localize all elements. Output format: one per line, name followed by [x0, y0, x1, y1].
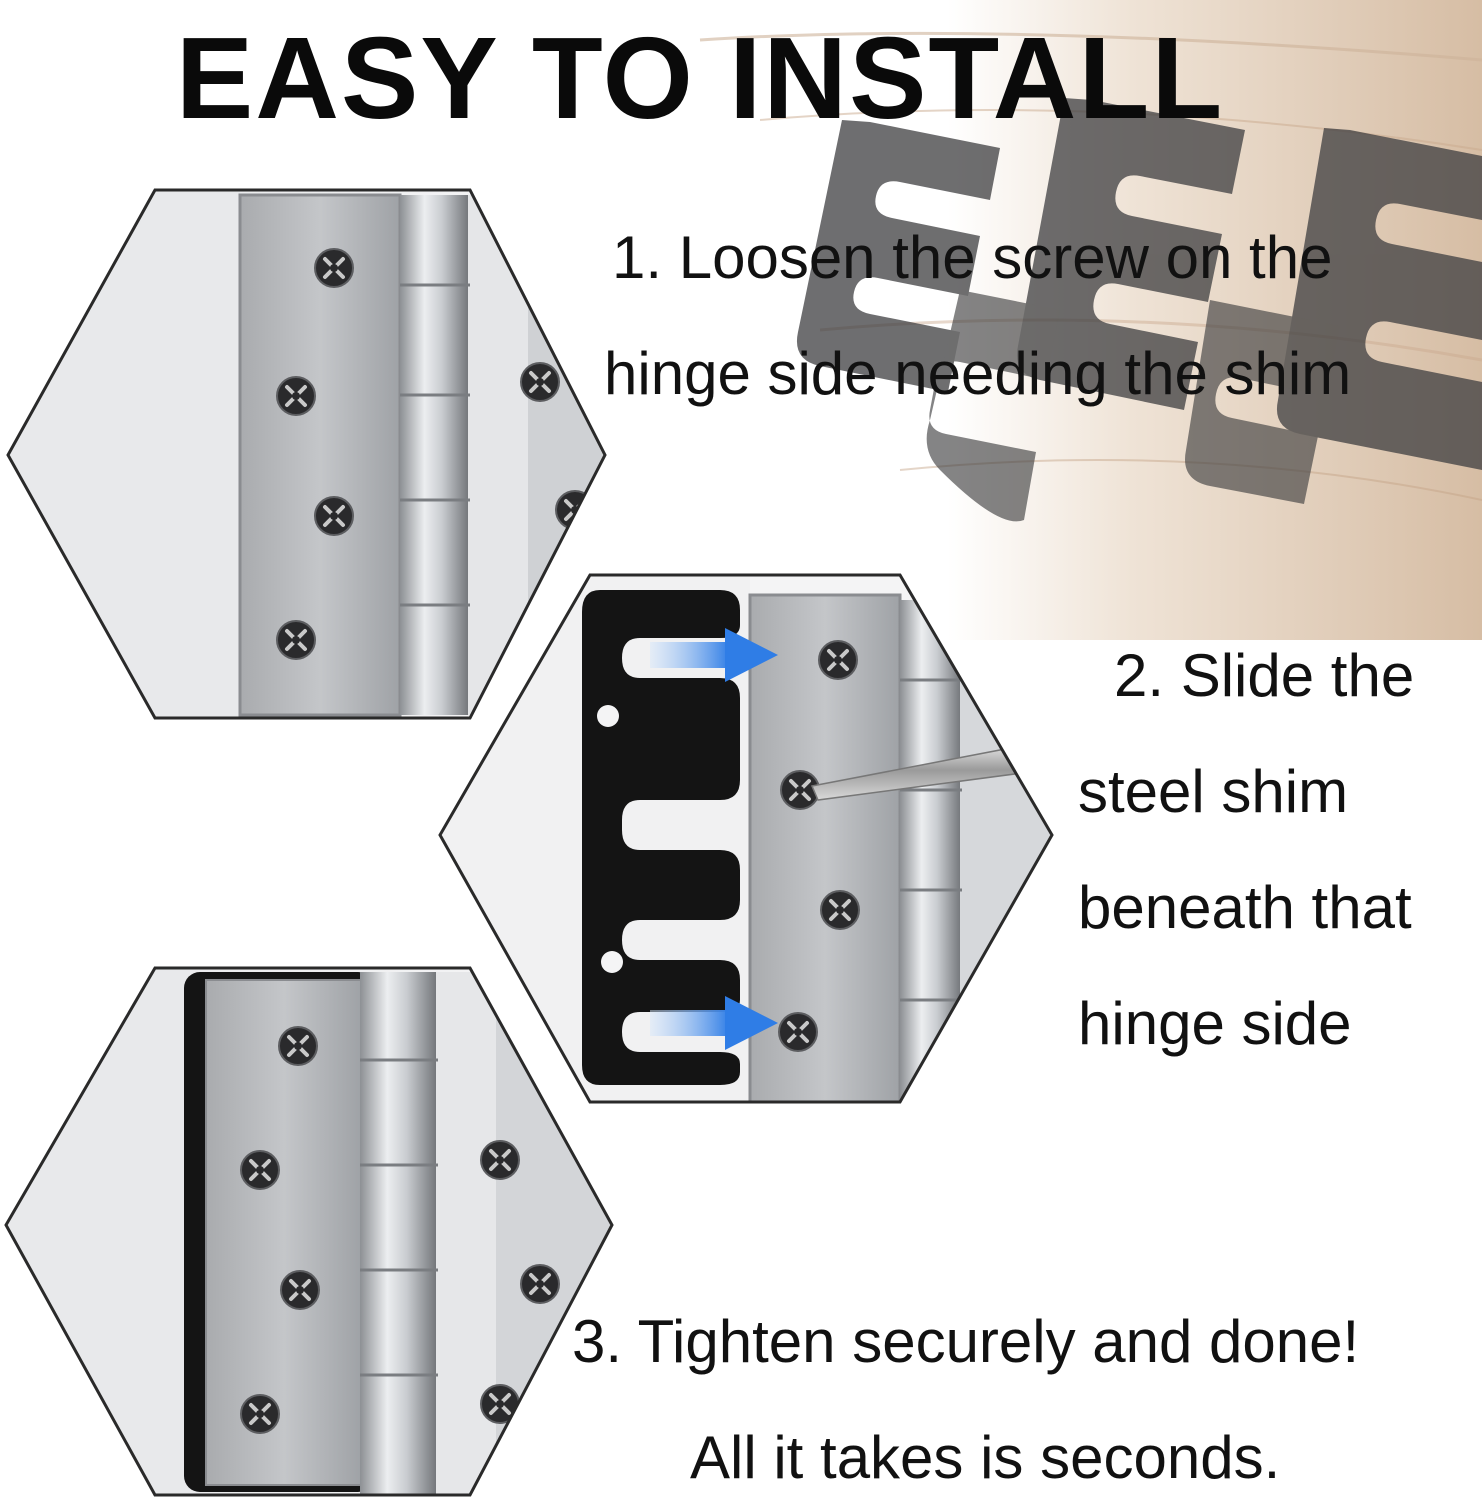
steel-shim — [582, 590, 740, 1085]
step3-line1: 3. Tighten securely and done! — [572, 1308, 1360, 1375]
shim-photo-step2 — [438, 573, 1054, 1104]
step3-line2: All it takes is seconds. — [690, 1424, 1281, 1491]
arrow-right-icon — [650, 996, 778, 1050]
hinge-photo-step1 — [6, 188, 607, 720]
step2-line1: 2. Slide the — [1114, 642, 1415, 709]
hinge-photo-step3 — [4, 966, 614, 1497]
arrow-right-icon — [650, 628, 778, 682]
step2-line2: steel shim — [1078, 758, 1349, 825]
phillips-screw-icon — [313, 247, 355, 289]
step1-line1: 1. Loosen the screw on the — [612, 224, 1333, 291]
step1-line2: hinge side needing the shim — [604, 340, 1352, 407]
step2-line3: beneath that — [1078, 874, 1412, 941]
screwdriver — [810, 739, 1052, 801]
page-title: EASY TO INSTALL — [175, 13, 1225, 143]
background-shims — [796, 98, 1482, 522]
wood-backdrop — [560, 0, 1482, 640]
step2-line4: hinge side — [1078, 990, 1352, 1057]
